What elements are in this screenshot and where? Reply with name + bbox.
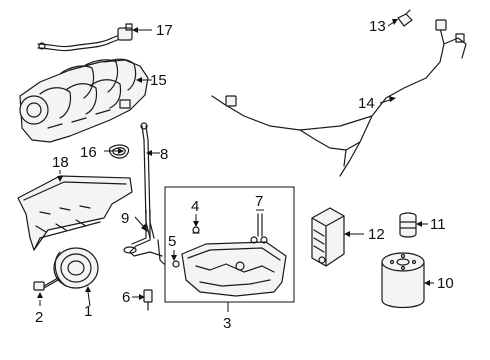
part-7-seals	[250, 213, 268, 244]
callout-3: 3	[223, 315, 231, 332]
part-5-stud	[172, 260, 180, 268]
part-13-connector	[397, 9, 413, 27]
part-8-dipstick	[140, 122, 155, 239]
callout-6: 6	[122, 289, 130, 306]
part-18-windage-tray	[17, 175, 133, 251]
part-16-gasket	[109, 144, 130, 159]
callout-7: 7	[255, 193, 263, 210]
part-6-sensor	[143, 289, 153, 311]
callout-13: 13	[369, 18, 386, 35]
part-12-oil-cooler	[311, 207, 345, 267]
part-10-oil-filter	[381, 252, 425, 309]
callout-10: 10	[437, 275, 454, 292]
callout-16: 16	[80, 144, 97, 161]
callout-15: 15	[150, 72, 167, 89]
part-15-intake-manifold	[19, 58, 149, 143]
callout-1: 1	[84, 303, 92, 320]
callout-4: 4	[191, 198, 199, 215]
callout-12: 12	[368, 226, 385, 243]
leaders	[37, 19, 434, 312]
callout-8: 8	[160, 146, 168, 163]
callout-18: 18	[52, 154, 69, 171]
callout-17: 17	[156, 22, 173, 39]
callout-9: 9	[121, 210, 129, 227]
callout-14: 14	[358, 95, 375, 112]
callout-5: 5	[168, 233, 176, 250]
part-14-wiring-harness	[211, 19, 467, 177]
callout-11: 11	[430, 216, 446, 233]
part-11-adapter	[399, 212, 417, 238]
part-3-oil-pan	[164, 186, 295, 303]
part-1-pulley	[53, 247, 99, 289]
part-9-pickup-tube	[123, 209, 165, 265]
part-4-drain-plug	[192, 226, 200, 234]
callout-2: 2	[35, 309, 43, 326]
part-2-bolt	[33, 277, 59, 291]
part-17-hose	[37, 23, 133, 52]
